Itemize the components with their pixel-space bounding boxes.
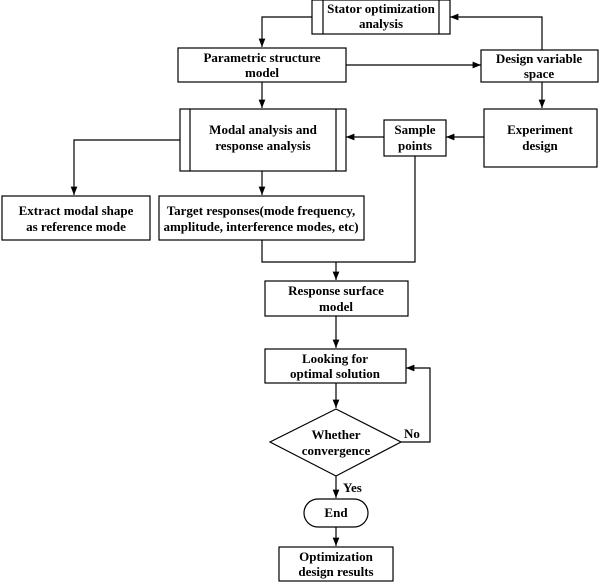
results-line1: Optimization	[299, 549, 373, 564]
edge-no-loop	[401, 364, 431, 443]
extract-modal-line1: Extract modal shape	[19, 203, 134, 218]
response-surface-line1: Response surface	[288, 283, 384, 298]
target-responses-line2: amplitude, interference modes, etc)	[163, 219, 358, 234]
response-surface-line2: model	[319, 299, 353, 314]
experiment-design-line1: Experiment	[507, 122, 573, 137]
edge-label-yes: Yes	[343, 480, 362, 495]
edge-label-no: No	[404, 426, 420, 441]
stator-opt-line1: Stator optimization	[327, 1, 435, 16]
modal-analysis-line1: Modal analysis and	[209, 122, 317, 137]
results-line2: design results	[298, 564, 373, 579]
node-looking-optimal: Looking for optimal solution	[264, 348, 407, 384]
extract-modal-line2: as reference mode	[26, 219, 126, 234]
node-sample-points: Sample points	[383, 119, 447, 157]
design-space-line2: space	[524, 66, 555, 81]
node-parametric-model: Parametric structure model	[177, 47, 347, 83]
sample-points-line1: Sample	[394, 122, 435, 137]
node-optimization-results: Optimization design results	[278, 546, 394, 582]
node-response-surface: Response surface model	[264, 280, 409, 317]
node-experiment-design: Experiment design	[483, 108, 598, 168]
param-model-line2: model	[245, 65, 279, 80]
param-model-line1: Parametric structure	[203, 50, 320, 65]
design-space-line1: Design variable	[496, 51, 583, 66]
node-stator-optimization: Stator optimization analysis	[311, 0, 451, 35]
edge-target-to-merge	[261, 240, 336, 263]
experiment-design-line2: design	[522, 138, 558, 153]
convergence-line2: convergence	[302, 443, 371, 458]
edge-sample-to-merge	[336, 156, 416, 263]
node-target-responses: Target responses(mode frequency, amplitu…	[158, 195, 365, 241]
edge-modal-to-extract	[70, 139, 180, 195]
node-design-variable-space: Design variable space	[480, 49, 599, 83]
connectors	[70, 13, 546, 546]
stator-opt-line2: analysis	[359, 16, 403, 31]
looking-optimal-line2: optimal solution	[290, 366, 381, 381]
looking-optimal-line1: Looking for	[302, 351, 368, 366]
node-whether-convergence: Whether convergence	[268, 408, 403, 477]
edge-stator-to-param	[258, 16, 312, 47]
target-responses-line1: Target responses(mode frequency,	[167, 203, 356, 218]
convergence-line1: Whether	[311, 427, 360, 442]
modal-analysis-line2: response analysis	[215, 138, 310, 153]
edge-space-to-stator	[450, 13, 543, 50]
node-modal-analysis: Modal analysis and response analysis	[179, 108, 347, 172]
sample-points-line2: points	[398, 138, 432, 153]
node-extract-modal-shape: Extract modal shape as reference mode	[1, 195, 151, 241]
end-label: End	[324, 505, 348, 520]
node-end: End	[303, 498, 369, 528]
